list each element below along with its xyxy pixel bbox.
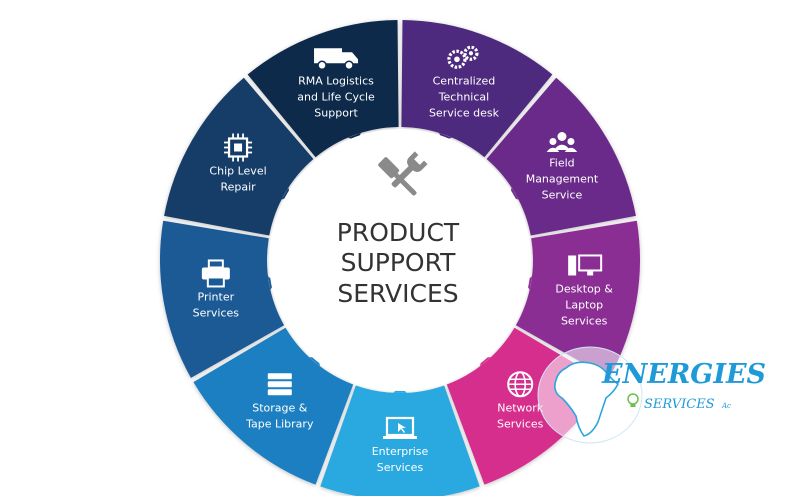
truck-icon — [314, 48, 359, 71]
segment-enterprise-services-label-line-1: Enterprise — [372, 445, 429, 458]
segment-chip-level-repair-label-line-2: Repair — [220, 181, 256, 194]
printer-icon — [201, 259, 230, 288]
segment-field-management-service-shape — [486, 77, 636, 236]
center-circle — [269, 129, 531, 391]
segment-centralized-technical-service-desk-label-line-3: Service desk — [429, 106, 500, 119]
segment-storage-tape-library-label-line-2: Tape Library — [245, 417, 314, 430]
tools-icon — [378, 151, 428, 196]
center-title-line-3: SERVICES — [337, 279, 458, 308]
center-title-line-2: SUPPORT — [341, 248, 457, 277]
segment-storage-tape-library-shape — [193, 327, 354, 485]
team-icon — [546, 132, 578, 152]
logo-title: ENERGIES — [601, 359, 766, 390]
server-icon — [267, 373, 292, 396]
globe-icon — [507, 371, 534, 398]
laptop-icon — [383, 416, 417, 439]
segment-centralized-technical-service-desk-shape — [401, 20, 553, 158]
africa-map-icon — [554, 361, 620, 437]
segment-desktop-laptop-services-shape — [515, 220, 640, 378]
segment-field-management-service-label-line-2: Management — [526, 173, 599, 186]
center-title-line-1: PRODUCT — [337, 218, 460, 247]
bulb-icon — [627, 393, 639, 407]
segment-chip-level-repair-label-line-1: Chip Level — [209, 165, 266, 178]
segment-network-services-label-line-1: Network — [497, 401, 544, 414]
segment-desktop-laptop-services-label-line-2: Laptop — [565, 298, 603, 311]
logo-subtitle: SERVICES — [644, 397, 715, 412]
energies-services-logo: ENERGIES SERVICES Ac — [537, 346, 766, 444]
segment-storage-tape-library: Storage & Tape Library — [193, 327, 354, 485]
segment-rma-logistics-life-cycle-support-shape — [247, 20, 399, 158]
segment-field-management-service-label-line-3: Service — [542, 189, 583, 202]
segment-rma-logistics-life-cycle-support-label-line-1: RMA Logistics — [298, 74, 374, 87]
segment-centralized-technical-service-desk-label-line-2: Technical — [438, 90, 490, 103]
segment-rma-logistics-life-cycle-support-label-line-2: and Life Cycle — [297, 90, 375, 103]
logo-suffix: Ac — [721, 402, 731, 410]
segment-centralized-technical-service-desk-label-line-1: Centralized — [433, 74, 496, 87]
segment-field-management-service-label-line-1: Field — [549, 157, 574, 170]
segment-printer-services-shape — [160, 220, 285, 378]
segment-storage-tape-library-label-line-1: Storage & — [252, 401, 308, 414]
desktop-icon — [568, 254, 603, 276]
segment-rma-logistics-life-cycle-support-label-line-3: Support — [314, 106, 358, 119]
segment-enterprise-services-label-line-2: Services — [377, 461, 424, 474]
segment-desktop-laptop-services-label-line-1: Desktop & — [555, 282, 613, 295]
segment-network-services-label-line-2: Services — [497, 417, 544, 430]
segment-enterprise-services-shape — [320, 385, 480, 496]
segment-desktop-laptop-services-label-line-3: Services — [561, 314, 608, 327]
segment-printer-services-label-line-1: Printer — [198, 290, 235, 303]
chip-icon — [224, 133, 253, 162]
gears-icon — [447, 45, 479, 69]
segment-printer-services-label-line-2: Services — [193, 306, 240, 319]
